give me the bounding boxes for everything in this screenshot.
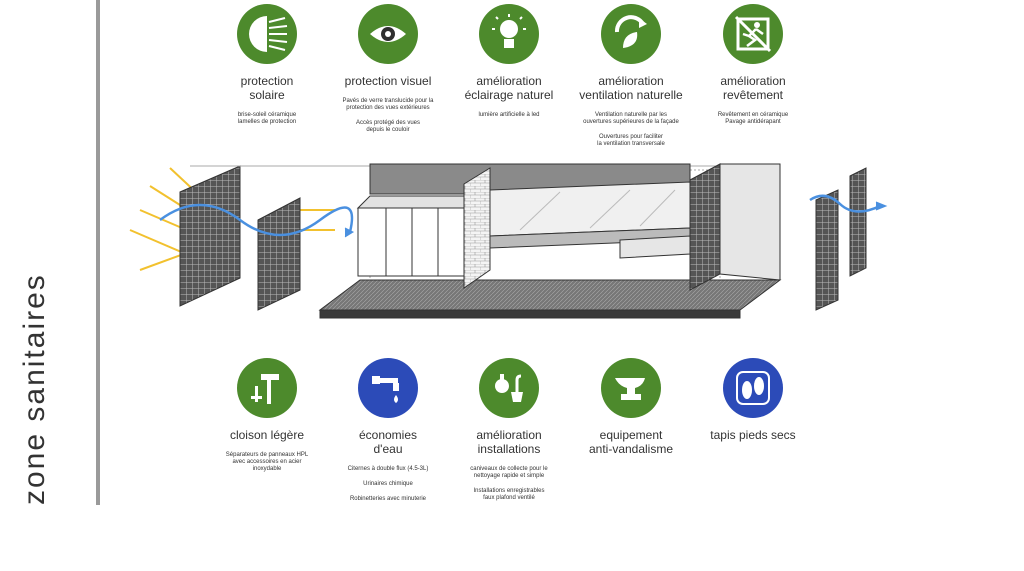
end-wall-face: [719, 163, 781, 281]
sun-louvre-icon: [237, 4, 297, 64]
air-flow-left: [159, 203, 354, 237]
feature-anti-vandalisme: equipement anti-vandalisme: [556, 358, 706, 456]
end-wall: [689, 163, 721, 291]
no-slip-icon: [723, 4, 783, 64]
feature-desc: brise-soleil céramique lamelles de prote…: [237, 112, 297, 125]
brick-partition: [463, 167, 491, 289]
feature-ameliorations-installations: amélioration installations caniveaux de …: [434, 358, 584, 510]
feature-desc: Accès protégé des vues depuis le couloir: [355, 120, 421, 133]
side-divider: [96, 0, 100, 505]
feature-economies-eau: économies d'eau Citernes à double flux (…: [313, 358, 463, 511]
feature-desc: Citernes à double flux (4.5-3L): [347, 466, 429, 472]
feature-desc: Installations enregistrables faux plafon…: [473, 488, 545, 501]
floor: [318, 279, 782, 311]
feature-title: amélioration installations: [476, 428, 542, 456]
side-title: zone sanitaires: [18, 273, 51, 505]
water-tap-icon: [358, 358, 418, 418]
feature-protection-solaire: protection solaire brise-soleil céramiqu…: [192, 4, 342, 134]
toilet-cubicles: [356, 195, 480, 277]
feature-title: protection visuel: [344, 74, 432, 88]
feature-desc: Urinaires chimique: [363, 481, 413, 487]
footprints-icon: [723, 358, 783, 418]
feature-title: equipement anti-vandalisme: [588, 428, 674, 456]
feature-title: amélioration éclairage naturel: [464, 74, 554, 102]
ventilation-panel-far: [849, 167, 867, 277]
mirror-wall: [489, 181, 691, 259]
light-bulb-icon: [479, 4, 539, 64]
leaf-wind-icon: [601, 4, 661, 64]
feature-title: tapis pieds secs: [710, 428, 796, 442]
feature-desc: Revêtement en céramique Pavage antidérap…: [717, 112, 789, 125]
feature-title: protection solaire: [240, 74, 294, 102]
feature-eclairage-naturel: amélioration éclairage naturel lumière a…: [434, 4, 584, 127]
installations-icon: [479, 358, 539, 418]
feature-desc: lumière artificielle à led: [478, 112, 540, 118]
feature-protection-visuel: protection visuel Pavés de verre translu…: [313, 4, 463, 142]
feature-title: économies d'eau: [358, 428, 418, 456]
feature-ventilation-naturelle: amélioration ventilation naturelle Venti…: [556, 4, 706, 156]
feature-desc: caniveaux de collecte pour le nettoyage …: [470, 466, 548, 479]
feature-title: amélioration revêtement: [720, 74, 786, 102]
anvil-icon: [601, 358, 661, 418]
feature-desc: Pavés de verre translucide pour la prote…: [342, 98, 434, 111]
feature-cloison-legere: cloison légère Séparateurs de panneaux H…: [192, 358, 342, 481]
hammer-tools-icon: [237, 358, 297, 418]
eye-icon: [358, 4, 418, 64]
feature-desc: Ouvertures pour faciliter la ventilation…: [597, 134, 665, 147]
air-flow-right: [809, 194, 881, 213]
brise-soleil-panel-inner: [257, 197, 301, 311]
feature-title: cloison légère: [229, 428, 305, 442]
feature-desc: Ventilation naturelle par les ouvertures…: [583, 112, 679, 125]
brise-soleil-panel-outer: [179, 165, 241, 307]
feature-desc: Séparateurs de panneaux HPL avec accesso…: [225, 452, 309, 472]
feature-tapis-pieds-secs: tapis pieds secs: [678, 358, 828, 442]
feature-desc: Robinetteries avec minuterie: [349, 496, 427, 502]
feature-revetement: amélioration revêtement Revêtement en cé…: [678, 4, 828, 134]
building-diagram: [129, 163, 888, 319]
ventilation-panel-right: [815, 189, 839, 311]
feature-title: amélioration ventilation naturelle: [579, 74, 683, 102]
